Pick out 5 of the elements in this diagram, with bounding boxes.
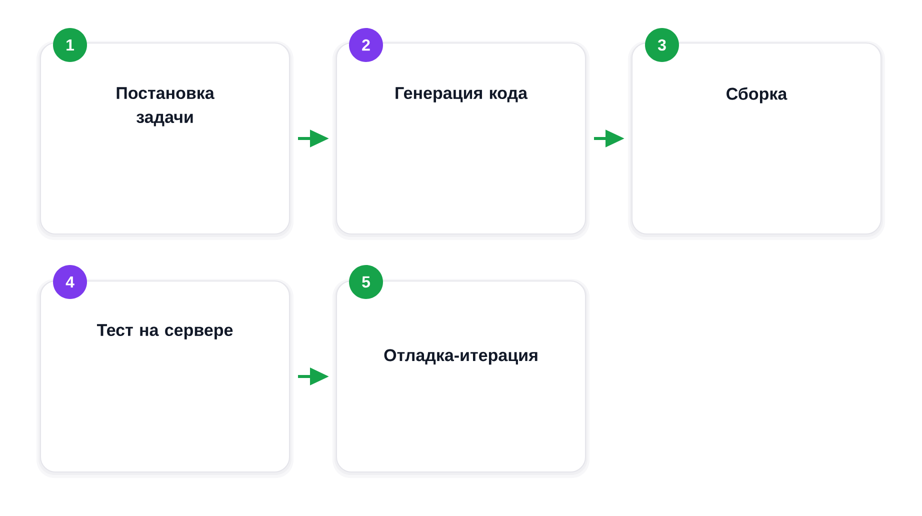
step-number-badge: 3: [645, 28, 679, 62]
step-number-badge: 4: [53, 265, 87, 299]
step-number-badge: 5: [349, 265, 383, 299]
step-number-badge: 2: [349, 28, 383, 62]
step-number-badge: 1: [53, 28, 87, 62]
